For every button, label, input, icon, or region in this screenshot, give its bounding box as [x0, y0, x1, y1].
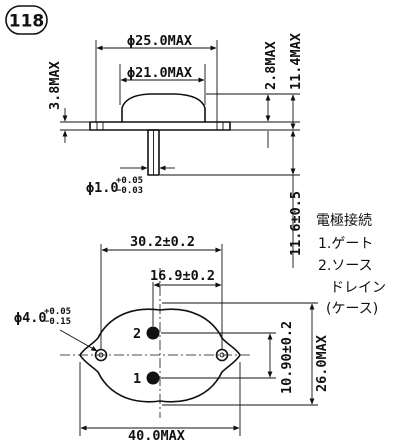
connection-note-4: (ケース): [326, 301, 378, 317]
cap-profile: [121, 93, 206, 123]
badge-frame: [5, 5, 48, 35]
mounting-hole-left-inner: [98, 352, 104, 358]
mounting-hole-right: [215, 348, 229, 362]
lead-dia-tol-lower: −0.03: [116, 186, 143, 196]
lead-length-dim: 11.6±0.5: [288, 130, 304, 268]
connection-note-1: 1.ゲート: [318, 236, 373, 252]
total-height-label: 11.4MAX: [288, 33, 304, 90]
lead-dia-tol-upper: +0.05: [116, 176, 143, 186]
package-number-badge: 118: [5, 5, 48, 35]
lead-length-label: 11.6±0.5: [288, 191, 304, 256]
pin-offset-label: 16.9±0.2: [150, 268, 215, 284]
mounting-hole-left: [94, 348, 108, 362]
hole-dia-tol-upper: +0.05: [44, 307, 71, 317]
body-width-label: 40.0MAX: [128, 428, 185, 444]
pin-2-label: 2: [133, 326, 141, 342]
inner-dia-label: ϕ21.0MAX: [127, 65, 192, 81]
connection-notes: 電極接続 1.ゲート 2.ソース ドレイン (ケース): [316, 212, 386, 317]
flange-profile: [89, 121, 231, 131]
mounting-hole-right-inner: [219, 352, 225, 358]
hole-dia-label: ϕ4.0: [14, 310, 47, 326]
hole-dia-leader: [59, 329, 98, 352]
cap-height-label: 2.8MAX: [263, 41, 279, 90]
hole-dia-tol-lower: −0.15: [44, 317, 71, 327]
hole-pitch-label: 30.2±0.2: [130, 234, 195, 250]
pin-spacing-label: 10.90±0.2: [279, 321, 295, 394]
pin-1-label: 1: [133, 371, 141, 387]
lead-dia-label: ϕ1.0: [86, 180, 119, 196]
badge-number: 118: [9, 12, 45, 32]
side-view: ϕ25.0MAX ϕ21.0MAX 3.8MAX 2.8MAX 11.4MA: [47, 33, 304, 196]
pin-1: [146, 371, 160, 385]
top-view: 2 1 30.2±0.2 16.9±0.2 10.90±0.2 26.0MAX …: [14, 234, 330, 444]
flange-height-label: 3.8MAX: [47, 61, 63, 110]
outer-dia-label: ϕ25.0MAX: [127, 33, 192, 49]
connection-notes-title: 電極接続: [316, 212, 372, 229]
body-height-label: 26.0MAX: [314, 335, 330, 392]
pin-2: [146, 326, 160, 340]
connection-note-3: ドレイン: [330, 280, 386, 296]
connection-note-2: 2.ソース: [318, 258, 373, 274]
